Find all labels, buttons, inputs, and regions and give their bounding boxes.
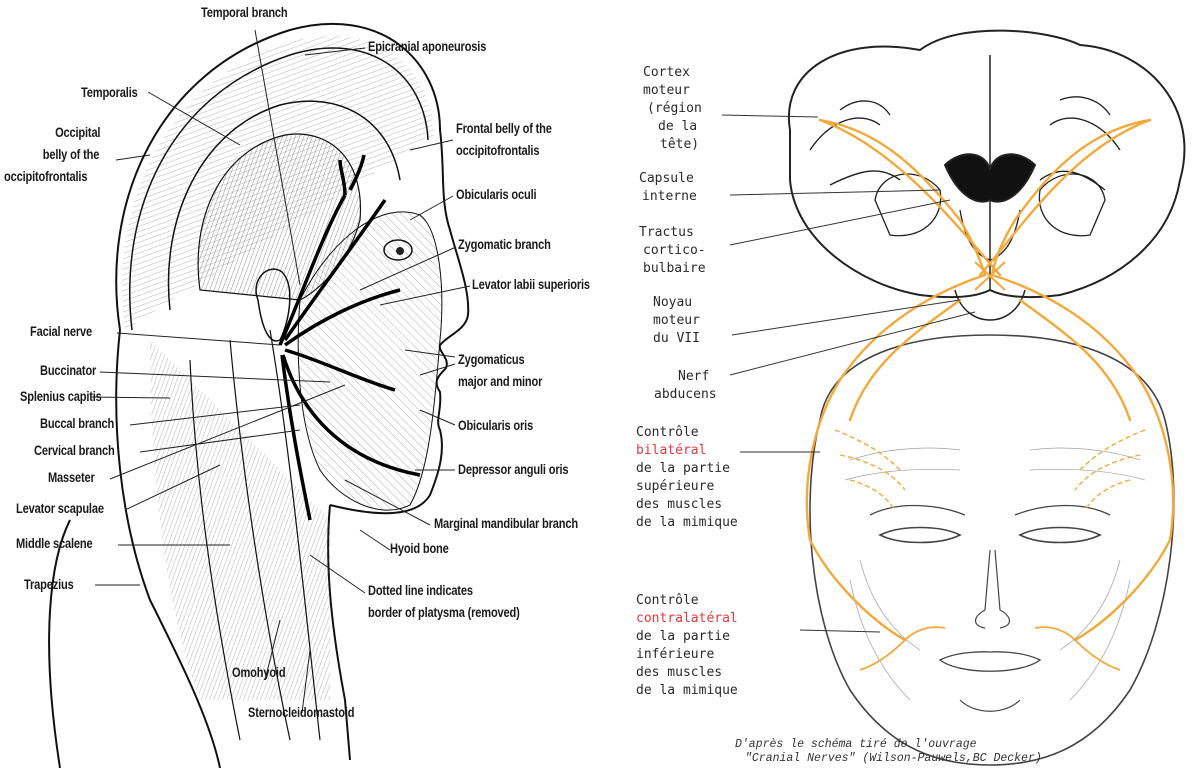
label-bilateral-1: Contrôle <box>636 424 699 441</box>
label-levator-labii: Levator labii superioris <box>472 276 590 293</box>
label-noyau-2: moteur <box>653 312 700 329</box>
label-contralateral-1: Contrôle <box>636 592 699 609</box>
label-zygomatic-branch: Zygomatic branch <box>458 236 551 253</box>
label-occipital-belly-3: occipitofrontalis <box>4 168 87 185</box>
label-capsule-2: interne <box>642 188 697 205</box>
label-bilateral-4: supérieure <box>636 478 714 495</box>
label-cortex-1: Cortex <box>643 64 690 81</box>
neck-front <box>328 505 350 760</box>
label-bilateral-3: de la partie <box>636 460 730 477</box>
bilateral-word: bilatéral <box>636 443 706 458</box>
label-omohyoid: Omohyoid <box>232 664 285 681</box>
label-cortex-3: (région <box>647 100 702 117</box>
label-contralateral-3: de la partie <box>636 628 730 645</box>
label-occipital-belly-2: belly of the <box>30 146 112 163</box>
label-zygomaticus-1: Zygomaticus <box>458 351 524 368</box>
label-masseter: Masseter <box>48 469 95 486</box>
left-eye <box>880 528 960 543</box>
label-bilateral-highlight: bilatéral <box>636 442 706 459</box>
label-cortex-5: tête) <box>660 136 699 153</box>
label-contralateral-5: des muscles <box>636 664 722 681</box>
label-nerf-1: Nerf <box>678 368 709 385</box>
contralateral-word: contralatéral <box>636 611 738 626</box>
upper-face-branches <box>835 430 1145 510</box>
face-frontal-illustration <box>810 335 1174 765</box>
label-capsule-1: Capsule <box>639 170 694 187</box>
label-contralateral-highlight: contralatéral <box>636 610 738 627</box>
label-cervical-branch: Cervical branch <box>34 442 115 459</box>
label-depressor-anguli: Depressor anguli oris <box>458 461 568 478</box>
label-frontal-belly-1: Frontal belly of the <box>456 120 552 137</box>
label-tractus-3: bulbaire <box>643 260 706 277</box>
label-middle-scalene: Middle scalene <box>16 535 92 552</box>
lower-face-branches <box>860 627 1120 670</box>
label-nerf-2: abducens <box>654 386 717 403</box>
label-zygomaticus-2: major and minor <box>458 373 542 390</box>
label-cortex-4: de la <box>658 118 697 135</box>
label-bilateral-5: des muscles <box>636 496 722 513</box>
brain-coronal-section <box>789 31 1185 320</box>
label-temporal-branch: Temporal branch <box>201 4 288 21</box>
label-obicularis-oris: Obicularis oris <box>458 417 533 434</box>
right-eye <box>1020 528 1100 543</box>
label-hyoid-bone: Hyoid bone <box>390 540 449 557</box>
label-trapezius: Trapezius <box>24 576 74 593</box>
label-levator-scapulae: Levator scapulae <box>16 500 104 517</box>
label-tractus-1: Tractus <box>639 224 694 241</box>
label-obicularis-oculi: Obicularis oculi <box>456 186 536 203</box>
label-dotted-line-1: Dotted line indicates <box>368 582 473 599</box>
label-epicranial-aponeurosis: Epicranial aponeurosis <box>368 38 486 55</box>
label-buccinator: Buccinator <box>40 362 96 379</box>
credit-line-1: D'après le schéma tiré de l'ouvrage <box>735 738 977 752</box>
label-buccal-branch: Buccal branch <box>40 415 114 432</box>
label-sternocleidomastoid: Sternocleidomastoid <box>248 704 354 721</box>
label-noyau-1: Noyau <box>653 294 692 311</box>
label-tractus-2: cortico- <box>643 242 706 259</box>
label-contralateral-6: de la mimique <box>636 682 738 699</box>
basal-ganglia-left <box>875 174 941 236</box>
label-dotted-line-2: border of platysma (removed) <box>368 604 520 621</box>
brainstem <box>955 290 1025 320</box>
label-cortex-2: moteur <box>643 82 690 99</box>
label-contralateral-4: inférieure <box>636 646 714 663</box>
face-outline <box>810 335 1174 765</box>
mouth <box>940 652 1040 671</box>
label-temporalis: Temporalis <box>81 84 138 101</box>
label-occipital-belly-1: Occipital <box>40 124 115 141</box>
label-facial-nerve: Facial nerve <box>30 323 92 340</box>
label-bilateral-6: de la mimique <box>636 514 738 531</box>
label-noyau-3: du VII <box>653 330 700 347</box>
label-frontal-belly-2: occipitofrontalis <box>456 142 539 159</box>
credit-line-2: "Cranial Nerves" (Wilson-Pauwels,BC Deck… <box>745 752 1042 766</box>
label-marginal-mandibular: Marginal mandibular branch <box>434 515 578 532</box>
label-splenius-capitis: Splenius capitis <box>20 388 102 405</box>
nose <box>976 550 1010 628</box>
